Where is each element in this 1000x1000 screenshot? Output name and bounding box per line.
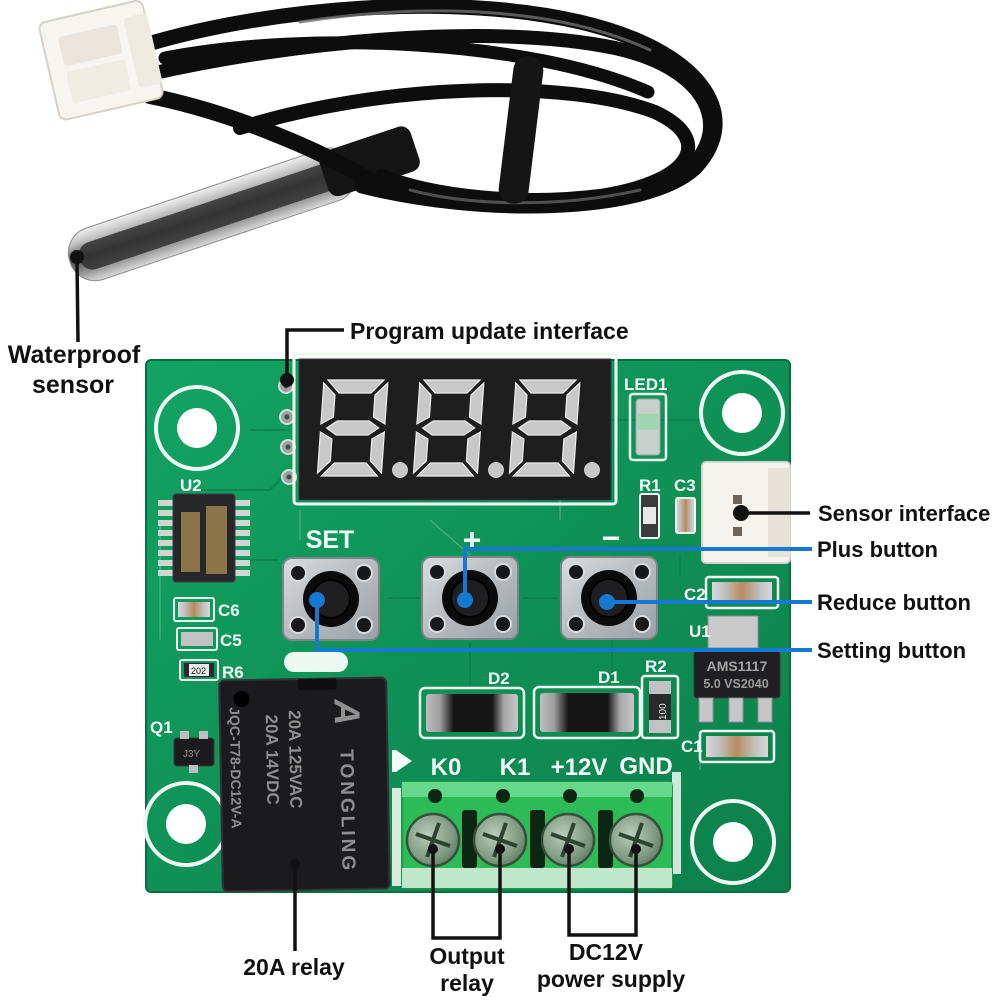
label-d1: D1 xyxy=(598,668,620,687)
relay-spec-a: 20A 125VAC xyxy=(285,710,306,809)
label-gnd: GND xyxy=(619,753,672,780)
r6-marking: 202 xyxy=(191,666,206,676)
annotation-output-relay-line2: relay xyxy=(440,970,494,996)
annotation-waterproof-line1: Waterproof xyxy=(8,341,141,369)
label-d2: D2 xyxy=(488,669,510,688)
annotation-plus-button: Plus button xyxy=(817,537,938,562)
u1-regulator: AMS1117 5.0 VS2040 xyxy=(693,615,781,723)
seven-segment-display xyxy=(292,352,618,506)
waterproof-sensor-probe xyxy=(67,126,420,282)
label-k0: K0 xyxy=(431,754,462,781)
label-set: SET xyxy=(306,526,355,554)
annotation-reduce-button: Reduce button xyxy=(817,590,971,615)
label-r6: R6 xyxy=(222,663,244,682)
regulator-line2: 5.0 VS2040 xyxy=(703,677,768,691)
label-q1: Q1 xyxy=(150,718,173,737)
annotation-setting-button: Setting button xyxy=(817,638,966,663)
annotation-program-update: Program update interface xyxy=(350,318,629,344)
u2-ic xyxy=(158,493,250,583)
pcb-board: AMS1117 5.0 VS2040 100 xyxy=(143,352,791,893)
label-u2: U2 xyxy=(180,476,202,495)
label-r1: R1 xyxy=(639,476,661,495)
blue-callout-lines xyxy=(315,547,812,652)
d2-component xyxy=(418,686,526,740)
label-c2: C2 xyxy=(684,585,706,604)
diode-symbol-silkscreen xyxy=(392,750,412,772)
r6-component: 202 xyxy=(179,659,219,681)
d1-component xyxy=(532,685,642,740)
black-callout-lines xyxy=(75,261,810,951)
blue-callout-dots xyxy=(309,592,615,610)
silkscreen-pill xyxy=(284,652,348,672)
display-decimal-points xyxy=(392,462,600,478)
label-c6: C6 xyxy=(218,601,240,620)
c3-component xyxy=(675,497,696,534)
annotation-sensor-interface: Sensor interface xyxy=(818,501,990,526)
label-c5: C5 xyxy=(220,631,242,650)
sensor-cable-assembly xyxy=(38,0,723,282)
r2-component: 100 xyxy=(640,674,680,740)
label-led1: LED1 xyxy=(624,375,667,394)
c6-component xyxy=(173,597,215,622)
label-12v: +12V xyxy=(551,754,608,781)
label-k1: K1 xyxy=(500,754,531,781)
c5-component xyxy=(176,627,218,651)
r1-band xyxy=(643,507,656,524)
label-c3: C3 xyxy=(674,476,696,495)
annotation-dc12v-line2: power supply xyxy=(537,966,685,992)
q1-marking: J3Y xyxy=(183,749,201,760)
relay-spec-b: 20A 14VDC xyxy=(262,714,283,804)
relay-component: A TONGLING 20A 125VAC 20A 14VDC JQC-T78-… xyxy=(218,676,391,893)
regulator-line1: AMS1117 xyxy=(707,658,768,674)
relay-brand: TONGLING xyxy=(335,749,358,873)
c1-component xyxy=(698,729,776,764)
cable-tie xyxy=(498,56,544,204)
set-button-component xyxy=(282,557,380,641)
cable-coil xyxy=(140,0,723,214)
q1-transistor: J3Y xyxy=(173,731,215,773)
led1-component xyxy=(628,392,668,462)
annotation-output-relay-line1: Output xyxy=(429,943,505,969)
label-r2: R2 xyxy=(645,657,667,676)
probe-heatshrink xyxy=(319,126,420,197)
label-c1: C1 xyxy=(681,737,703,756)
annotation-waterproof-line2: sensor xyxy=(32,371,114,399)
terminal-block xyxy=(392,772,681,889)
annotation-dc12v-line1: DC12V xyxy=(569,939,644,965)
c2-component xyxy=(704,575,780,610)
r2-marking: 100 xyxy=(658,703,669,720)
annotation-20a-relay: 20A relay xyxy=(243,954,345,980)
relay-logo: A xyxy=(326,698,367,726)
label-u1: U1 xyxy=(689,622,711,641)
black-callout-dots xyxy=(70,250,749,869)
relay-model: JQC-T78-DC12V-A xyxy=(227,707,245,829)
cable-connector xyxy=(38,0,164,121)
